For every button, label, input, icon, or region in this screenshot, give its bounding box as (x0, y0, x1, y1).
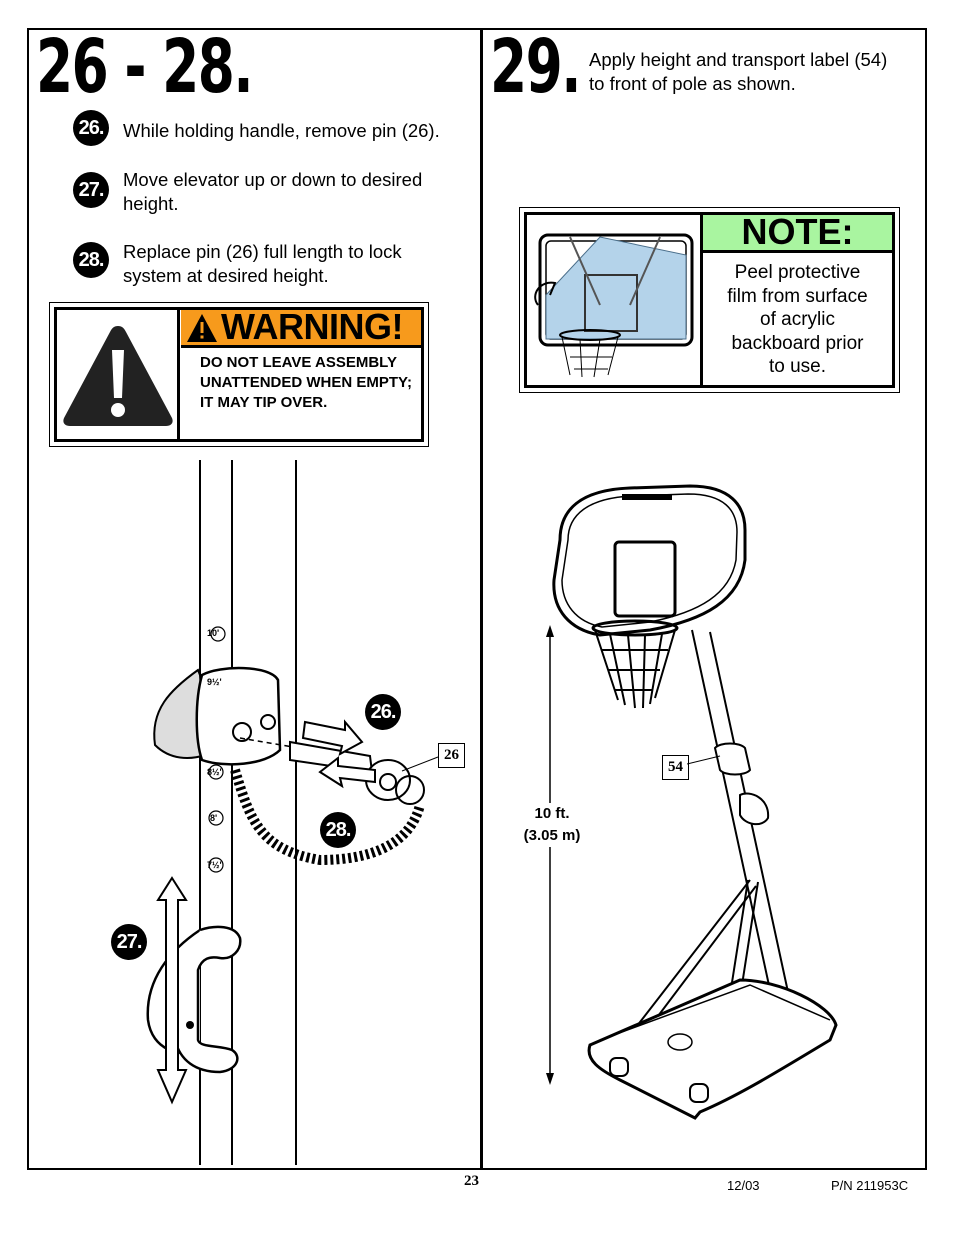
step-28-text: Replace pin (26) full length to lock sys… (123, 240, 402, 288)
note-body-line: of acrylic (760, 309, 835, 330)
diagram-callout-27: 27. (111, 924, 147, 960)
note-separator (700, 212, 703, 388)
warning-triangle-icon (63, 326, 173, 426)
step-29-instruction: Apply height and transport label (54) to… (589, 48, 887, 96)
height-mark-9-5: 9½' (207, 677, 222, 687)
height-mark-10: 10' (207, 628, 220, 638)
panel-divider (480, 28, 483, 1170)
warning-box (54, 307, 424, 442)
note-body-line: film from surface (727, 285, 868, 307)
diagram-callout-26: 26. (365, 694, 401, 730)
warning-body: DO NOT LEAVE ASSEMBLY UNATTENDED WHEN EM… (200, 354, 412, 411)
height-mark-8-5: 8½' (207, 767, 222, 777)
note-title: NOTE: (741, 211, 854, 252)
step-range-heading: 26 - 28. (36, 24, 254, 110)
note-body-line: Peel protective (734, 262, 861, 283)
note-body: Peel protective film from surface of acr… (703, 261, 892, 379)
warning-title: WARNING! (221, 306, 403, 347)
height-label: 10 ft. (3.05 m) (509, 803, 595, 847)
step-29-instruction-line2: to front of pole as shown. (589, 73, 796, 94)
height-mark-7-5: 7½' (207, 860, 222, 870)
warning-icon-cell (57, 310, 180, 439)
step-29-heading: 29. (490, 24, 582, 110)
step-27-badge: 27. (73, 172, 109, 208)
page-frame (27, 28, 927, 1170)
elevator-pole-diagram (146, 460, 425, 1165)
note-header-bar (703, 215, 892, 253)
diagram-callout-28: 28. (320, 812, 356, 848)
part-number: P/N 211953C (831, 1178, 909, 1193)
step-28-text-line1: Replace pin (26) full length to lock (123, 241, 402, 262)
page-number: 23 (464, 1173, 479, 1189)
note-body-line: backboard prior (731, 332, 864, 354)
warning-small-triangle-icon (187, 314, 217, 342)
step-29-instruction-line1: Apply height and transport label (54) (589, 49, 888, 70)
note-body-line: to use. (768, 356, 827, 377)
basketball-system-diagram (552, 484, 838, 1120)
backboard-film-illustration (534, 233, 694, 378)
part-26-leader-line (401, 756, 439, 772)
step-27-text-line2: height. (123, 193, 179, 214)
step-28-text-line2: system at desired height. (123, 265, 329, 286)
warning-box-outer (49, 302, 429, 447)
revision-date: 12/03 (727, 1178, 760, 1193)
height-label-m: (3.05 m) (523, 827, 581, 844)
height-mark-8: 8' (210, 813, 218, 823)
height-label-ft: 10 ft. (534, 805, 570, 822)
step-26-text: While holding handle, remove pin (26). (123, 120, 440, 141)
note-box (524, 212, 895, 388)
height-dimension-arrow (546, 625, 554, 1085)
step-27-text: Move elevator up or down to desired heig… (123, 168, 422, 216)
part-54-leader-line (687, 755, 721, 765)
part-label-26: 26 (438, 743, 465, 768)
step-27-text-line1: Move elevator up or down to desired (123, 169, 423, 190)
part-label-54: 54 (662, 755, 689, 780)
step-26-badge: 26. (73, 110, 109, 146)
warning-header-bar (181, 310, 421, 348)
step-28-badge: 28. (73, 242, 109, 278)
note-box-outer (519, 207, 900, 393)
